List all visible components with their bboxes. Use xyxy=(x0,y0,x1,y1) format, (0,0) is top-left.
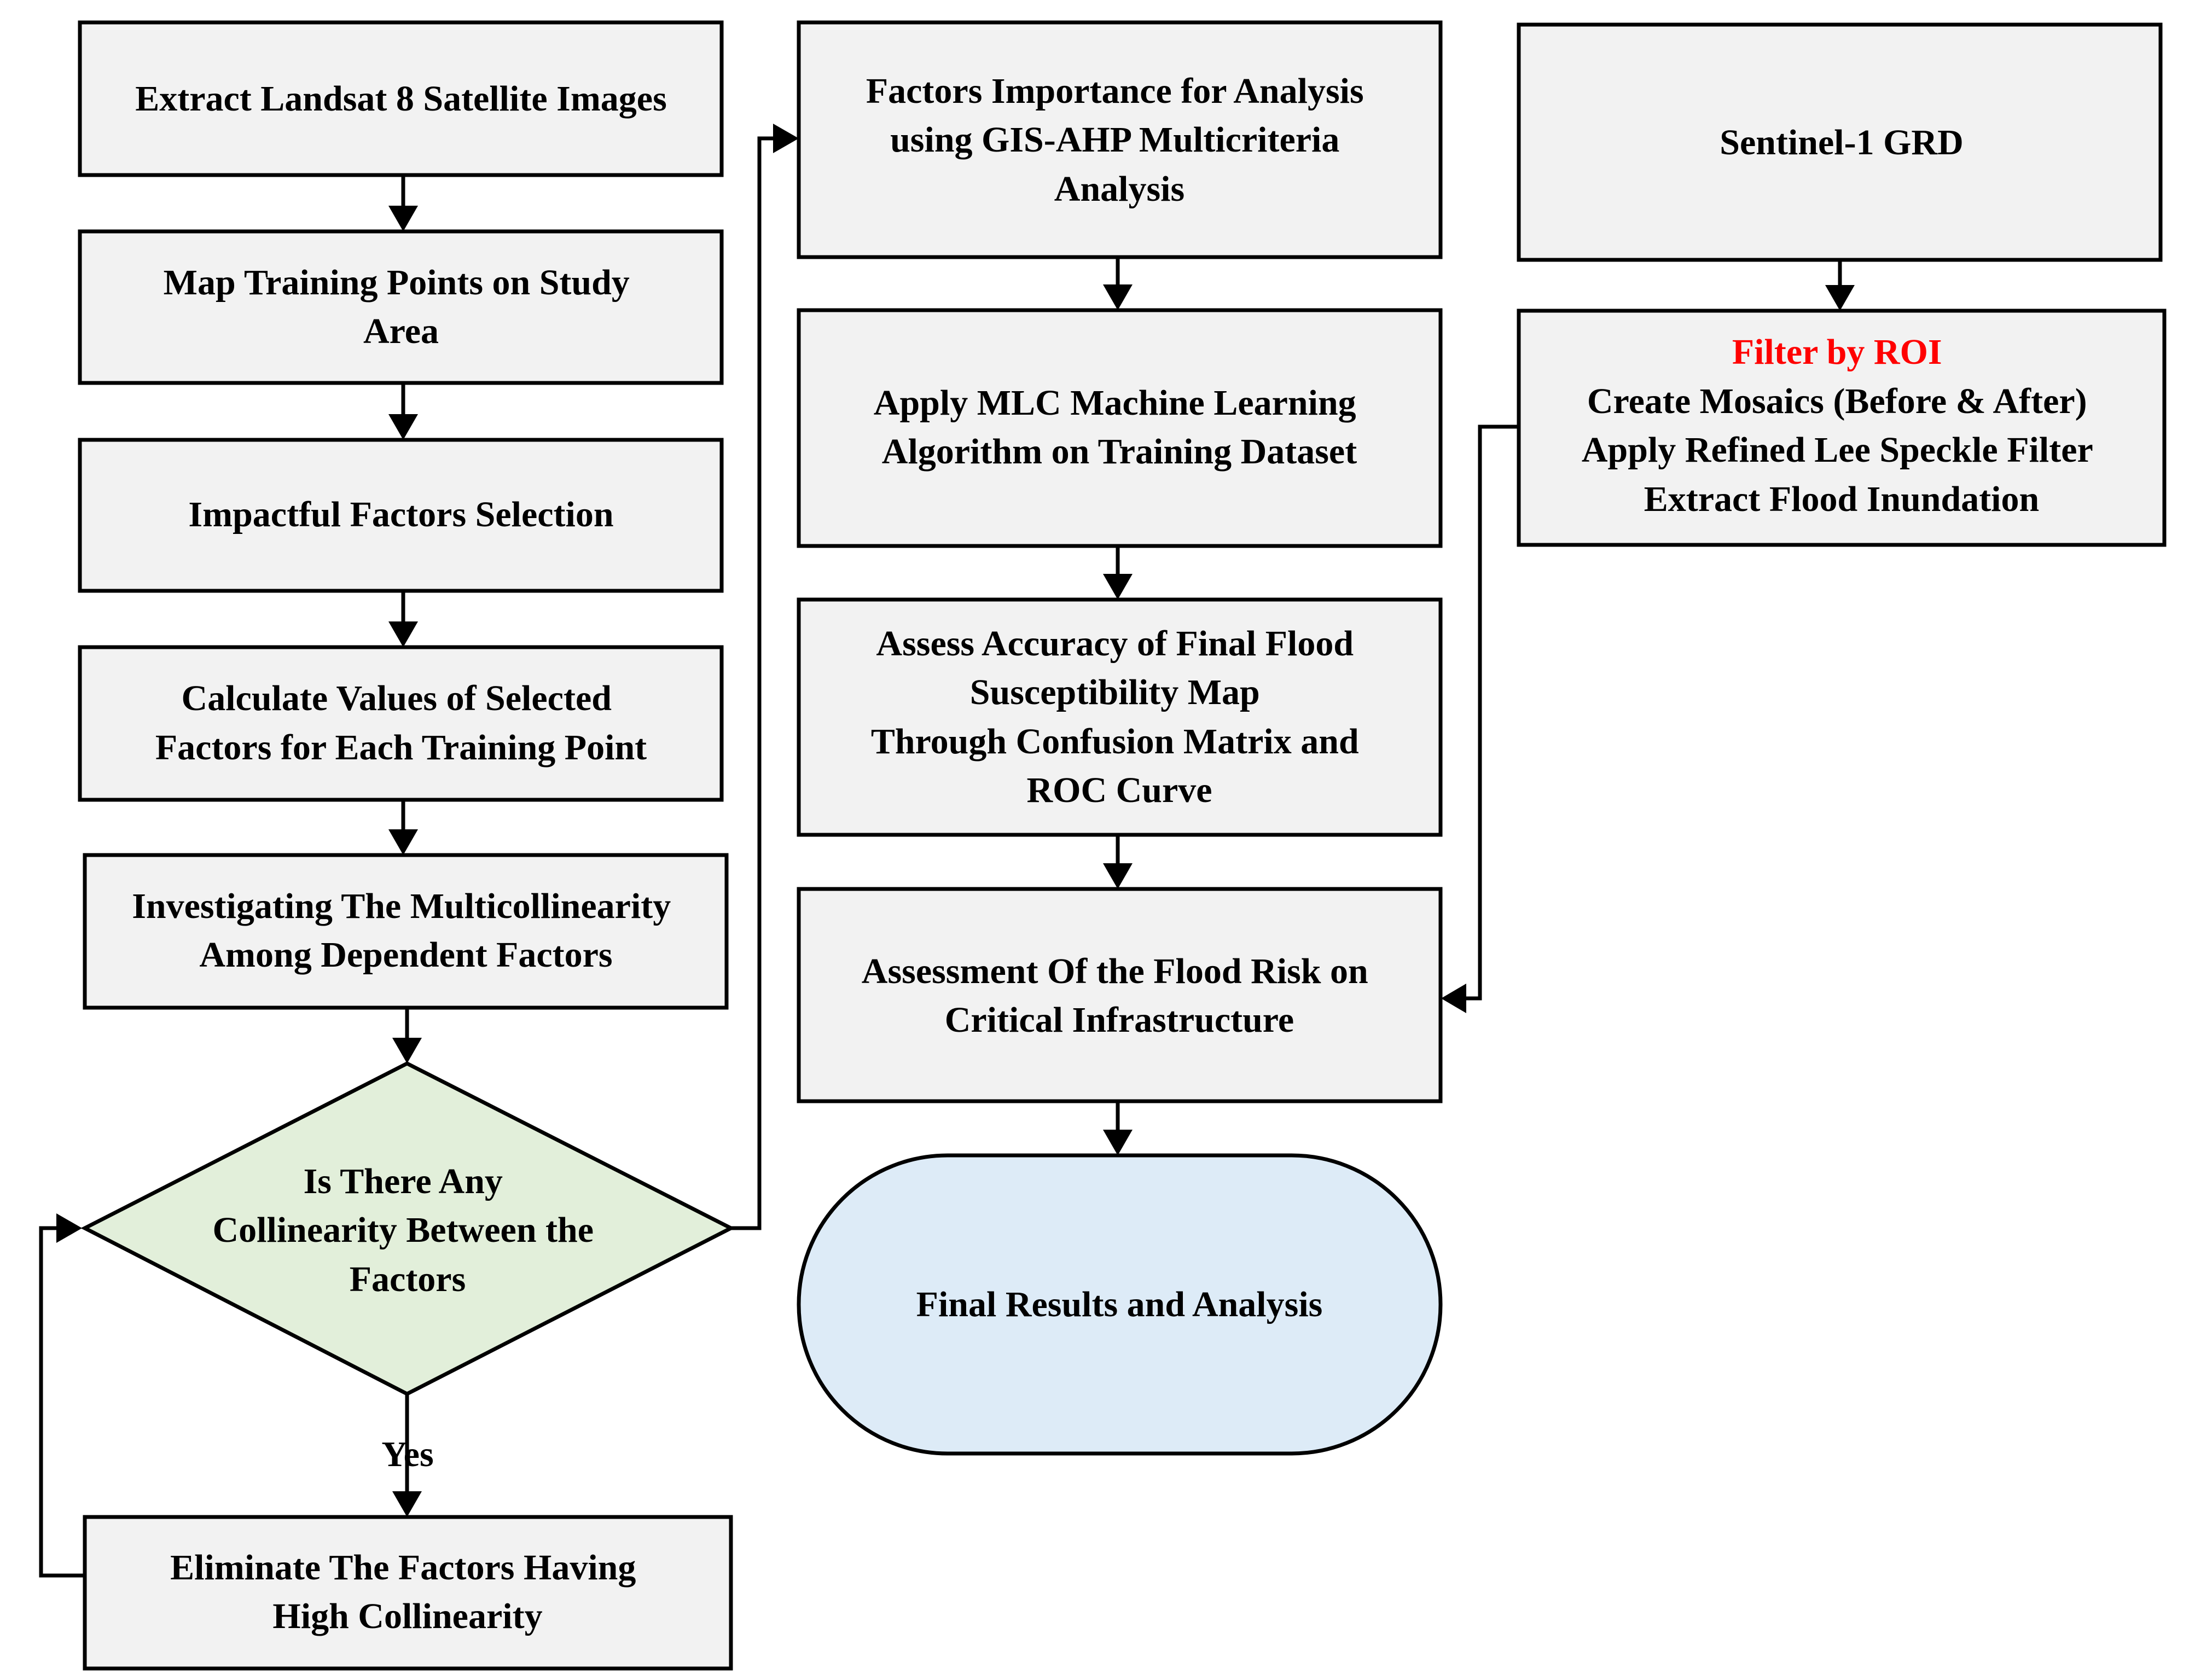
eliminate-factors-box: Eliminate The Factors Having High Collin… xyxy=(83,1515,733,1671)
arrow-eliminate-loop-to-decision xyxy=(39,1226,85,1578)
sentinel-label: Sentinel-1 GRD xyxy=(1720,123,1964,162)
connectors xyxy=(39,124,1855,1578)
eliminate-factors-label: Eliminate The Factors Having High Collin… xyxy=(170,1548,645,1636)
arrowhead xyxy=(388,414,418,440)
sentinel-processing-label: Filter by ROI Create Mosaics (Before & A… xyxy=(1582,332,2101,519)
arrowhead xyxy=(1103,574,1133,600)
calculate-values-label: Calculate Values of Selected Factors for… xyxy=(155,678,647,768)
factors-importance-label: Factors Importance for Analysis using GI… xyxy=(866,71,1373,209)
apply-mlc-box: Apply MLC Machine Learning Algorithm on … xyxy=(797,308,1443,548)
yes-edge-label: Yes xyxy=(381,1434,433,1474)
multicollinearity-box: Investigating The Multicollinearity Amon… xyxy=(83,853,729,1010)
map-training-label: Map Training Points on Study Area xyxy=(164,263,639,351)
flood-risk-box: Assessment Of the Flood Risk on Critical… xyxy=(797,887,1443,1103)
arrowhead xyxy=(773,124,799,153)
collinearity-decision: Is There Any Collinearity Between the Fa… xyxy=(80,1061,735,1396)
assess-accuracy-box: Assess Accuracy of Final Flood Susceptib… xyxy=(797,597,1443,837)
final-results-terminal: Final Results and Analysis xyxy=(797,1153,1443,1456)
sentinel-box: Sentinel-1 GRD xyxy=(1517,22,2163,262)
factors-importance-box: Factors Importance for Analysis using GI… xyxy=(797,20,1443,259)
flood-risk-label: Assessment Of the Flood Risk on Critical… xyxy=(862,951,1377,1040)
arrow-decision-to-importance xyxy=(731,136,773,1230)
arrowhead xyxy=(388,829,418,855)
filter-by-roi-highlight: Filter by ROI xyxy=(1732,332,1942,372)
assess-accuracy-label: Assess Accuracy of Final Flood Susceptib… xyxy=(871,624,1368,810)
arrowhead xyxy=(1103,863,1133,889)
sentinel-processing-box: Filter by ROI Create Mosaics (Before & A… xyxy=(1517,309,2167,547)
arrowhead xyxy=(1441,984,1466,1013)
arrow-processing-to-risk xyxy=(1466,425,1519,1001)
factor-selection-box: Impactful Factors Selection xyxy=(78,438,724,593)
apply-mlc-label: Apply MLC Machine Learning Algorithm on … xyxy=(874,383,1365,472)
calculate-values-box: Calculate Values of Selected Factors for… xyxy=(78,645,724,802)
multicollinearity-label: Investigating The Multicollinearity Amon… xyxy=(132,886,680,975)
arrowhead xyxy=(392,1038,422,1063)
extract-landsat-box: Extract Landsat 8 Satellite Images xyxy=(78,20,724,177)
arrowhead xyxy=(1103,284,1133,310)
collinearity-decision-label: Is There Any Collinearity Between the Fa… xyxy=(212,1161,602,1299)
arrowhead xyxy=(388,206,418,231)
arrowhead xyxy=(388,621,418,647)
arrowhead xyxy=(392,1491,422,1517)
arrowhead xyxy=(56,1213,82,1243)
map-training-box: Map Training Points on Study Area xyxy=(78,229,724,385)
arrowhead xyxy=(1103,1130,1133,1155)
factor-selection-label: Impactful Factors Selection xyxy=(188,495,613,534)
arrowhead xyxy=(1825,285,1855,311)
extract-landsat-label: Extract Landsat 8 Satellite Images xyxy=(135,79,667,119)
final-results-label: Final Results and Analysis xyxy=(916,1284,1323,1324)
